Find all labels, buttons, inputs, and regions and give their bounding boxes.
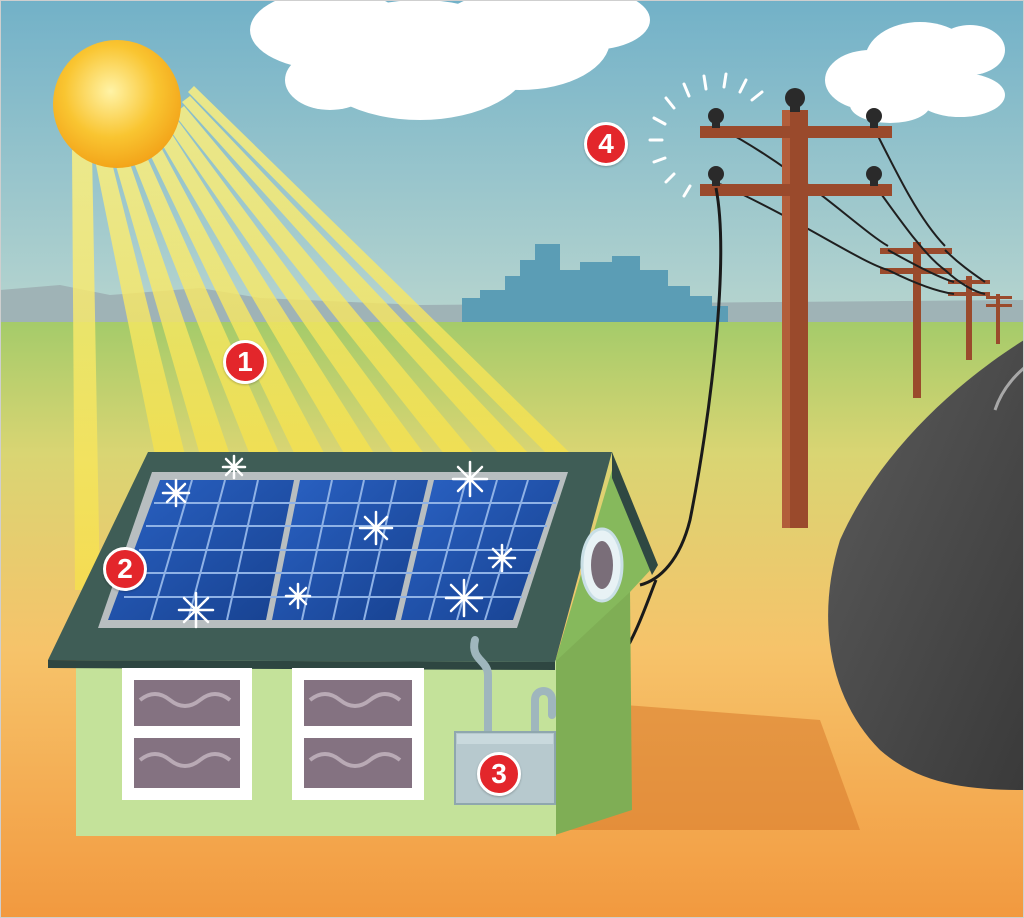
step-marker-1: 1 <box>223 340 267 384</box>
service-cable <box>639 187 723 587</box>
utility-pole-icon <box>880 242 1012 398</box>
step-marker-3: 3 <box>477 752 521 796</box>
sparkle-icon <box>161 454 517 629</box>
road-icon <box>828 340 1024 790</box>
solar-panel-icon <box>98 454 568 629</box>
step-marker-2: 2 <box>103 547 147 591</box>
city-skyline-icon <box>462 244 728 322</box>
step-marker-4: 4 <box>584 122 628 166</box>
sun-rays <box>72 86 572 590</box>
utility-pole-icon <box>700 88 892 528</box>
power-sparks <box>648 72 764 198</box>
sun-icon <box>53 40 181 168</box>
cloud-icon <box>825 22 1005 123</box>
cloud-icon <box>250 0 650 120</box>
